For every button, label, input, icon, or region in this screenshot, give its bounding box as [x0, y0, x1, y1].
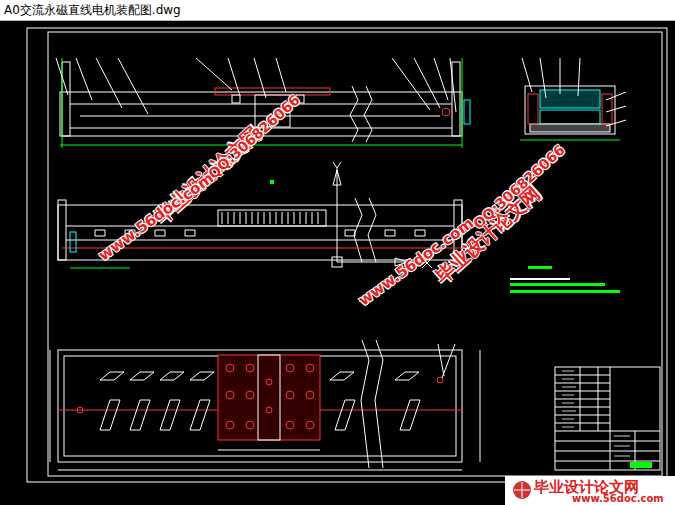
watermark: QQ:306826066	[205, 92, 303, 182]
window-title: A0交流永磁直线电机装配图.dwg	[4, 2, 181, 19]
watermark: www.56doc.com	[95, 169, 217, 264]
site-logo-text: www.56doc.com	[572, 493, 664, 504]
